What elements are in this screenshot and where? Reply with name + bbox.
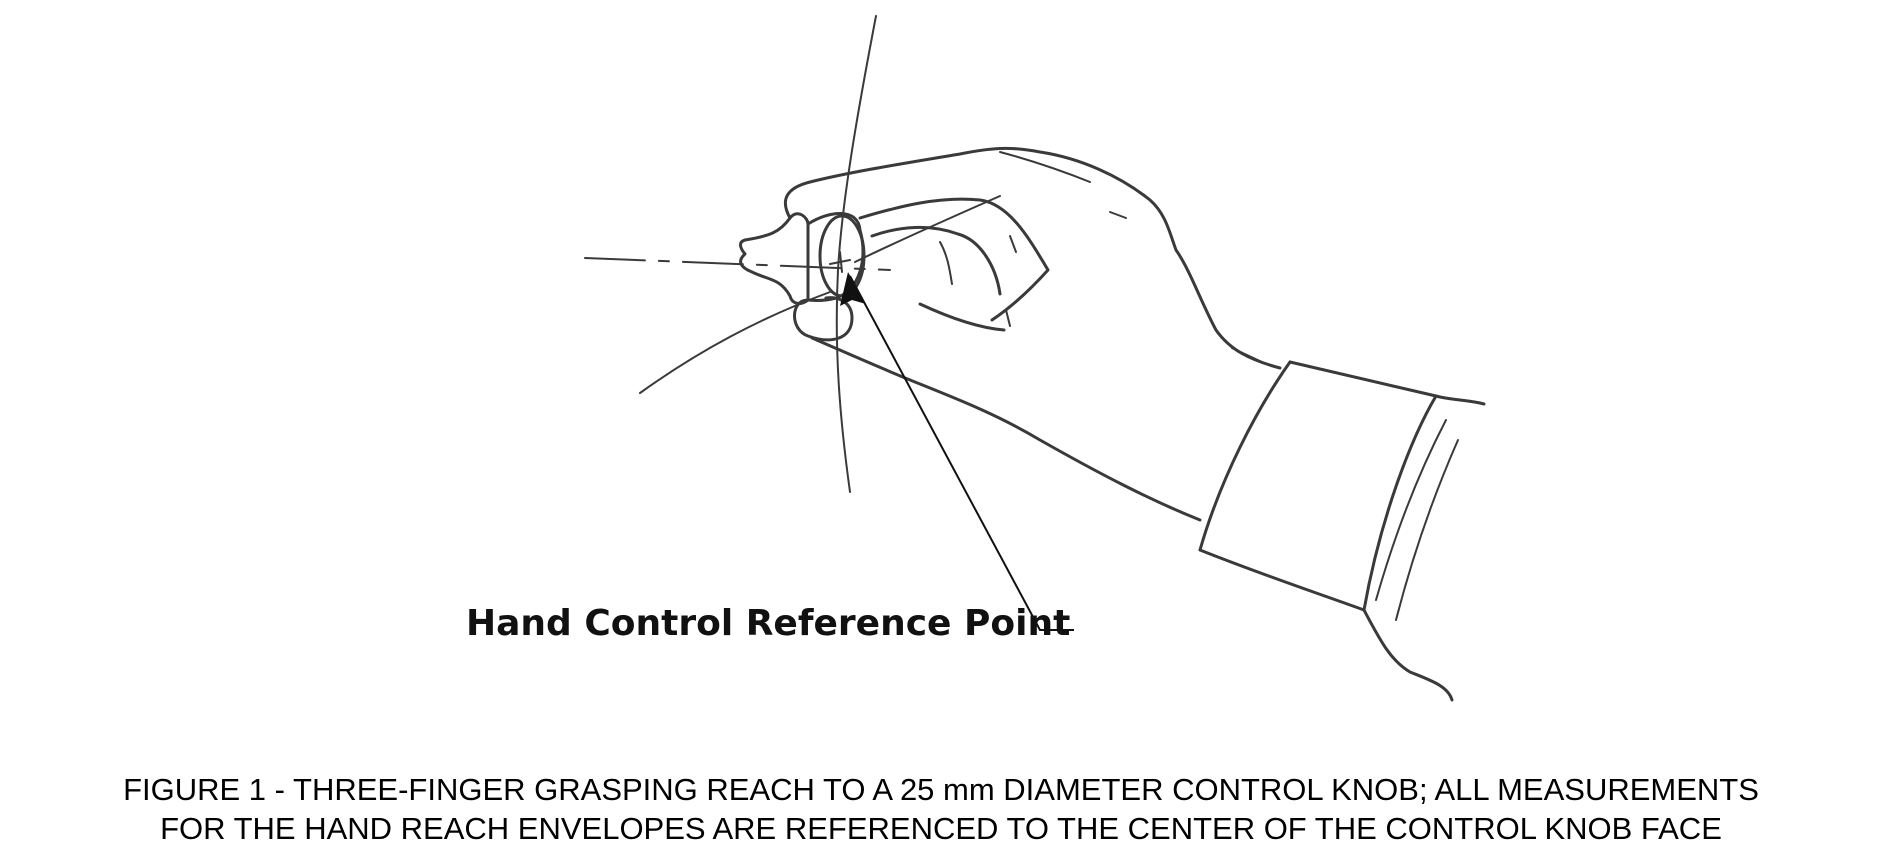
control-knob: [739, 211, 866, 305]
figure-caption: FIGURE 1 - THREE-FINGER GRASPING REACH T…: [0, 770, 1882, 848]
vertical-reach-arc: [835, 15, 877, 493]
horizontal-axis-line: [584, 257, 891, 271]
caption-line-2: FOR THE HAND REACH ENVELOPES ARE REFEREN…: [160, 811, 1722, 846]
caption-line-1: FIGURE 1 - THREE-FINGER GRASPING REACH T…: [123, 772, 1759, 807]
reference-point-label: Hand Control Reference Point: [466, 603, 1071, 644]
diagonal-reach-arc: [639, 291, 831, 394]
sleeve-cuff: [1198, 360, 1486, 702]
leader-arrowhead: [840, 272, 866, 306]
diagonal-upper-line: [854, 195, 1001, 263]
reference-point-leader: [840, 272, 1074, 631]
hand-outline: [784, 146, 1282, 522]
